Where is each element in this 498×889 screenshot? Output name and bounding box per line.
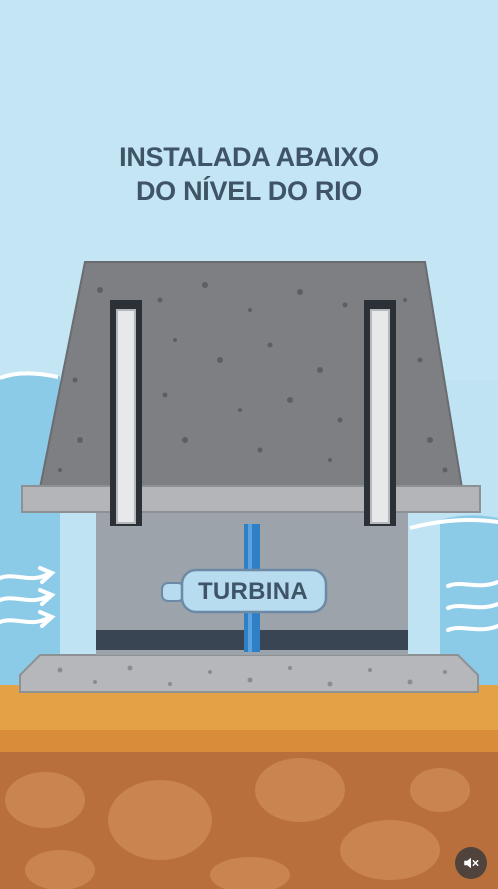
river-water xyxy=(0,371,498,690)
gate-slot-right xyxy=(364,300,396,526)
water-flow-arrows-left xyxy=(0,566,56,628)
concrete-ledge xyxy=(21,485,481,513)
headline: INSTALADA ABAIXO DO NÍVEL DO RIO xyxy=(0,140,498,208)
gate-slot-left xyxy=(110,300,142,526)
concrete-intake-structure xyxy=(38,261,464,489)
base-slab xyxy=(19,654,479,693)
turbine-label: TURBINA xyxy=(197,578,309,605)
turbine-capsule xyxy=(161,568,328,614)
muted-speaker-icon xyxy=(464,857,479,869)
base-slab-dots xyxy=(57,665,447,687)
headline-line-1: INSTALADA ABAIXO xyxy=(119,142,379,172)
headline-line-2: DO NÍVEL DO RIO xyxy=(135,176,363,206)
mute-button[interactable] xyxy=(455,847,487,879)
concrete-dots xyxy=(58,282,448,473)
water-flow-lines-right xyxy=(446,580,498,632)
soil-stones xyxy=(5,758,470,889)
